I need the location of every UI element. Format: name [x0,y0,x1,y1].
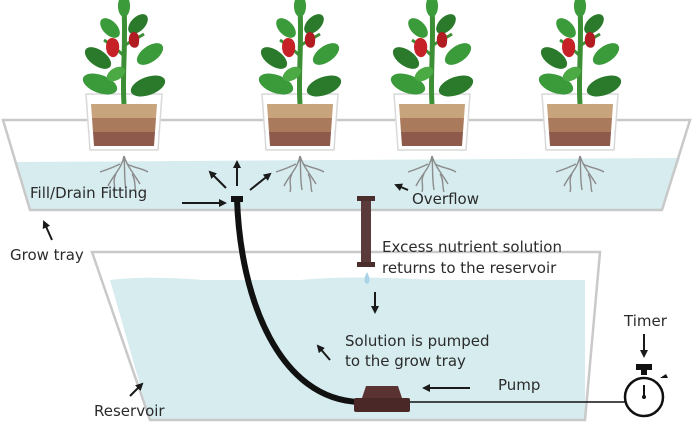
arrow-overflow [394,183,409,191]
fill-drain-label: Fill/Drain Fitting [30,184,147,202]
pumped-label-line2: to the grow tray [345,352,466,370]
reservoir [90,250,602,422]
grow-tray-label: Grow tray [10,246,84,264]
timer-label: Timer [623,312,668,330]
pumped-label-line1: Solution is pumped [345,332,490,350]
pump-icon [354,386,410,412]
overflow-pipe [357,196,375,267]
reservoir-label: Reservoir [94,402,165,420]
pump-label: Pump [498,376,540,394]
overflow-label: Overflow [412,190,479,208]
flow-arrows [42,160,648,397]
arrow-spray-left [208,170,227,189]
excess-label-line2: returns to the reservoir [382,259,557,277]
fill-drain-fitting [231,196,243,202]
arrow-reservoir [129,382,144,397]
arrow-pumped [316,344,331,361]
water-drop-icon [364,272,370,284]
stopwatch-timer-icon [623,364,668,418]
excess-label-line1: Excess nutrient solution [382,238,562,256]
arrow-spray-right [249,172,272,191]
supply-tube [234,197,361,405]
arrow-grow-tray [42,220,53,241]
